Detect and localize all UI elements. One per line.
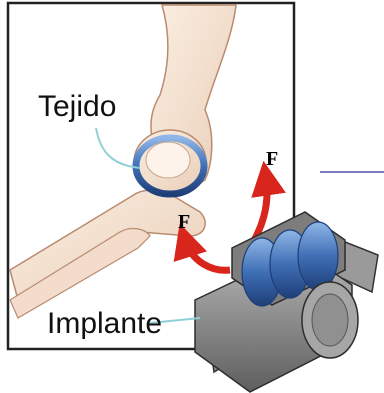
force-label-left: F [178, 211, 190, 234]
force-label-top: F [266, 148, 278, 171]
label-tissue: Tejido [38, 90, 116, 124]
label-implant: Implante [47, 307, 162, 341]
